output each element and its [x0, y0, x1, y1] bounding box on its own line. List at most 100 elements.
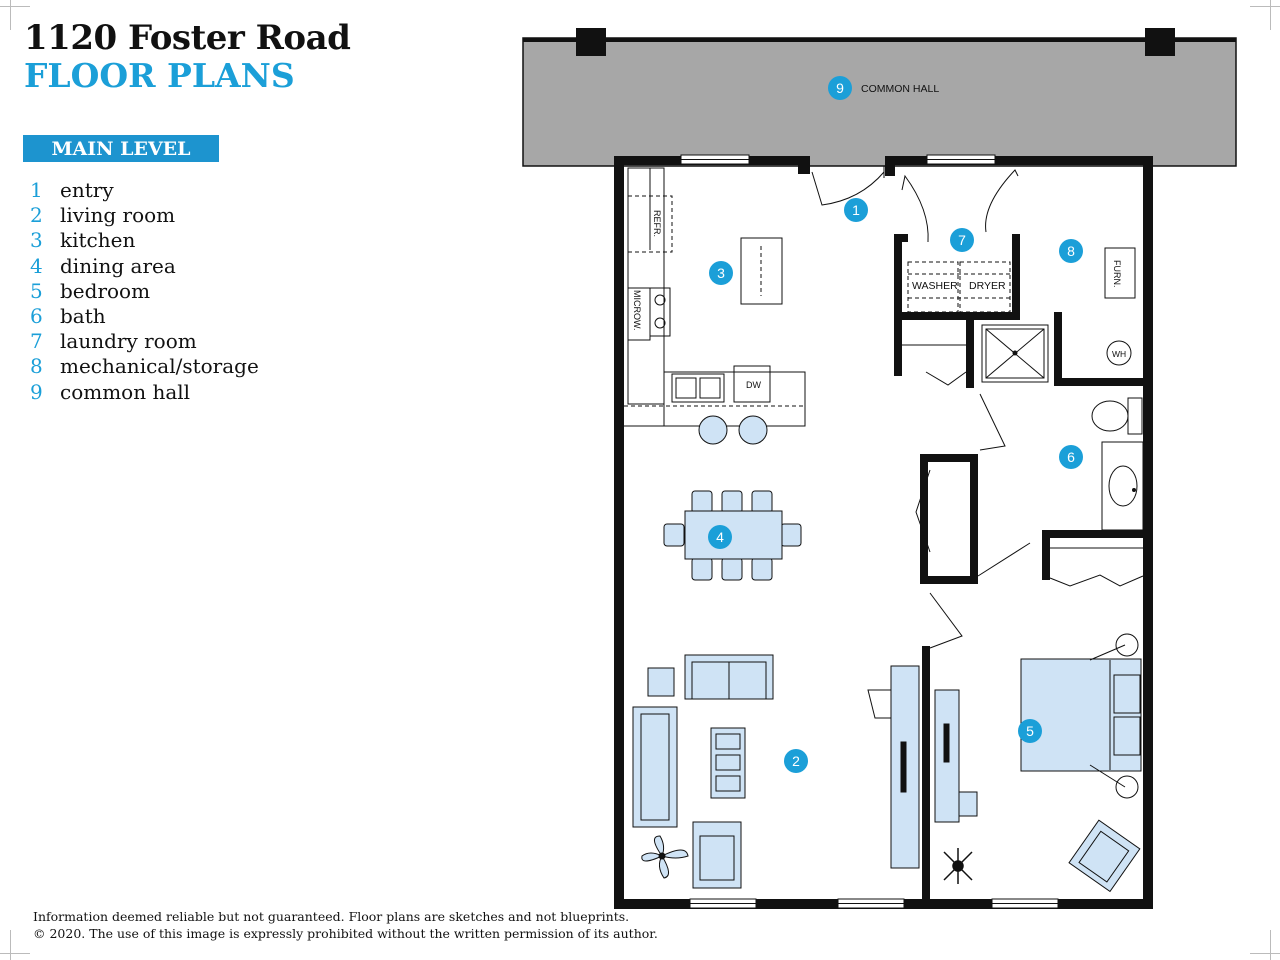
disclaimer-line: Information deemed reliable but not guar…: [33, 909, 630, 924]
refrigerator-label: REFR.: [652, 210, 662, 237]
water-heater-icon: [1106, 340, 1132, 366]
legend-item: 2 living room: [30, 203, 259, 228]
legend-item: 5 bedroom: [30, 279, 259, 304]
level-badge: MAIN LEVEL: [23, 135, 219, 162]
interior-doors: [901, 169, 1144, 649]
legend-label: entry: [60, 178, 114, 202]
crop-mark: [0, 6, 30, 7]
room-marker-4-label: 4: [716, 529, 724, 545]
legend-item: 8 mechanical/storage: [30, 354, 259, 379]
room-marker-6-label: 6: [1067, 449, 1075, 465]
legend-number: 9: [30, 379, 43, 404]
sink-icon: [671, 373, 725, 403]
furnace-icon: [1104, 247, 1136, 299]
water-heater-label: WH: [1112, 349, 1126, 359]
column-icon: [576, 28, 606, 56]
legend-label: dining area: [60, 253, 176, 278]
crop-mark: [10, 0, 11, 30]
legend-item: 9 common hall: [30, 380, 259, 405]
room-marker-9-label: 9: [836, 80, 844, 96]
legend-label: laundry room: [60, 329, 197, 354]
bedroom-furniture: [1020, 633, 1142, 893]
entry-door: [811, 166, 885, 206]
legend-label: bath: [60, 303, 106, 328]
legend-number: 2: [30, 203, 43, 228]
bar-stools: [698, 415, 768, 445]
room-marker-7: [950, 228, 974, 252]
legend-number: 4: [30, 253, 43, 278]
room-markers: 1 2 3 4 5 6 7 8: [708, 198, 1083, 773]
toilet-icon: [1091, 400, 1129, 432]
furnace-label: FURN.: [1112, 260, 1122, 288]
armchair-icon: [692, 821, 742, 889]
washer-label: WASHER: [912, 280, 958, 292]
page-title: 1120 Foster Road: [24, 18, 351, 58]
sofa-icon: [632, 706, 678, 828]
plant-icon: [641, 835, 689, 879]
dining-table: [663, 490, 802, 581]
room-marker-5: [1018, 719, 1042, 743]
bath-fixtures: [981, 324, 1144, 531]
room-marker-8: [1059, 239, 1083, 263]
room-legend: 1 entry 2 living room 3 kitchen 4 dining are…: [30, 178, 259, 405]
legend-label: kitchen: [60, 228, 136, 253]
room-marker-9: [828, 76, 852, 100]
legend-item: 7 laundry room: [30, 329, 259, 354]
legend-number: 6: [30, 303, 43, 328]
legend-number: 3: [30, 228, 43, 253]
room-marker-2: [784, 749, 808, 773]
disclaimer: Information deemed reliable but not guar…: [33, 908, 658, 942]
coffee-table-icon: [710, 727, 746, 799]
kitchen-island: [740, 237, 783, 305]
room-marker-6: [1059, 445, 1083, 469]
column-icon: [1145, 28, 1175, 56]
crop-mark: [1250, 6, 1280, 7]
lamp-icon: [1115, 633, 1139, 657]
legend-label: bedroom: [60, 278, 151, 303]
legend-label: mechanical/storage: [60, 354, 259, 379]
room-marker-2-label: 2: [792, 753, 800, 769]
side-table-icon: [647, 667, 675, 697]
armchair-icon: [1068, 819, 1141, 893]
shower-icon: [981, 324, 1049, 383]
kitchen: REFR. MICROW. DW: [624, 167, 806, 427]
mechanical-equipment: FURN. WH: [1104, 247, 1136, 366]
washer-icon: [907, 261, 959, 313]
copyright-line: © 2020. The use of this image is express…: [33, 926, 658, 941]
legend-number: 7: [30, 329, 43, 354]
dryer-label: DRYER: [969, 280, 1006, 292]
common-hall: 9 COMMON HALL: [522, 28, 1237, 167]
legend-label: common hall: [60, 379, 191, 404]
legend-number: 8: [30, 354, 43, 379]
room-marker-1: [844, 198, 868, 222]
legend-item: 6 bath: [30, 304, 259, 329]
legend-label: living room: [60, 203, 176, 228]
legend-item: 4 dining area: [30, 254, 259, 279]
room-marker-4: [708, 525, 732, 549]
laundry-appliances: WASHER DRYER: [907, 261, 1011, 313]
common-hall-label: COMMON HALL: [861, 83, 939, 95]
windows: [680, 154, 1059, 909]
vanity-icon: [1101, 441, 1144, 531]
desk-icon: [934, 689, 960, 823]
room-marker-7-label: 7: [958, 232, 966, 248]
refrigerator-icon: [627, 195, 673, 253]
room-marker-3-label: 3: [717, 265, 725, 281]
room-marker-5-label: 5: [1026, 723, 1034, 739]
stove-icon: [649, 287, 671, 337]
crop-mark: [0, 953, 30, 954]
dryer-icon: [959, 261, 1011, 313]
room-marker-1-label: 1: [852, 202, 860, 218]
room-marker-8-label: 8: [1067, 243, 1075, 259]
legend-item: 1 entry: [30, 178, 259, 203]
lamp-icon: [1115, 775, 1139, 799]
interior-walls: [894, 234, 1153, 909]
room-marker-3: [709, 261, 733, 285]
legend-number: 5: [30, 278, 43, 303]
legend-item: 3 kitchen: [30, 228, 259, 253]
dishwasher-icon: [733, 365, 771, 403]
legend-number: 1: [30, 178, 43, 202]
crop-mark: [1270, 930, 1271, 960]
page-subtitle: FLOOR PLANS: [24, 56, 295, 95]
